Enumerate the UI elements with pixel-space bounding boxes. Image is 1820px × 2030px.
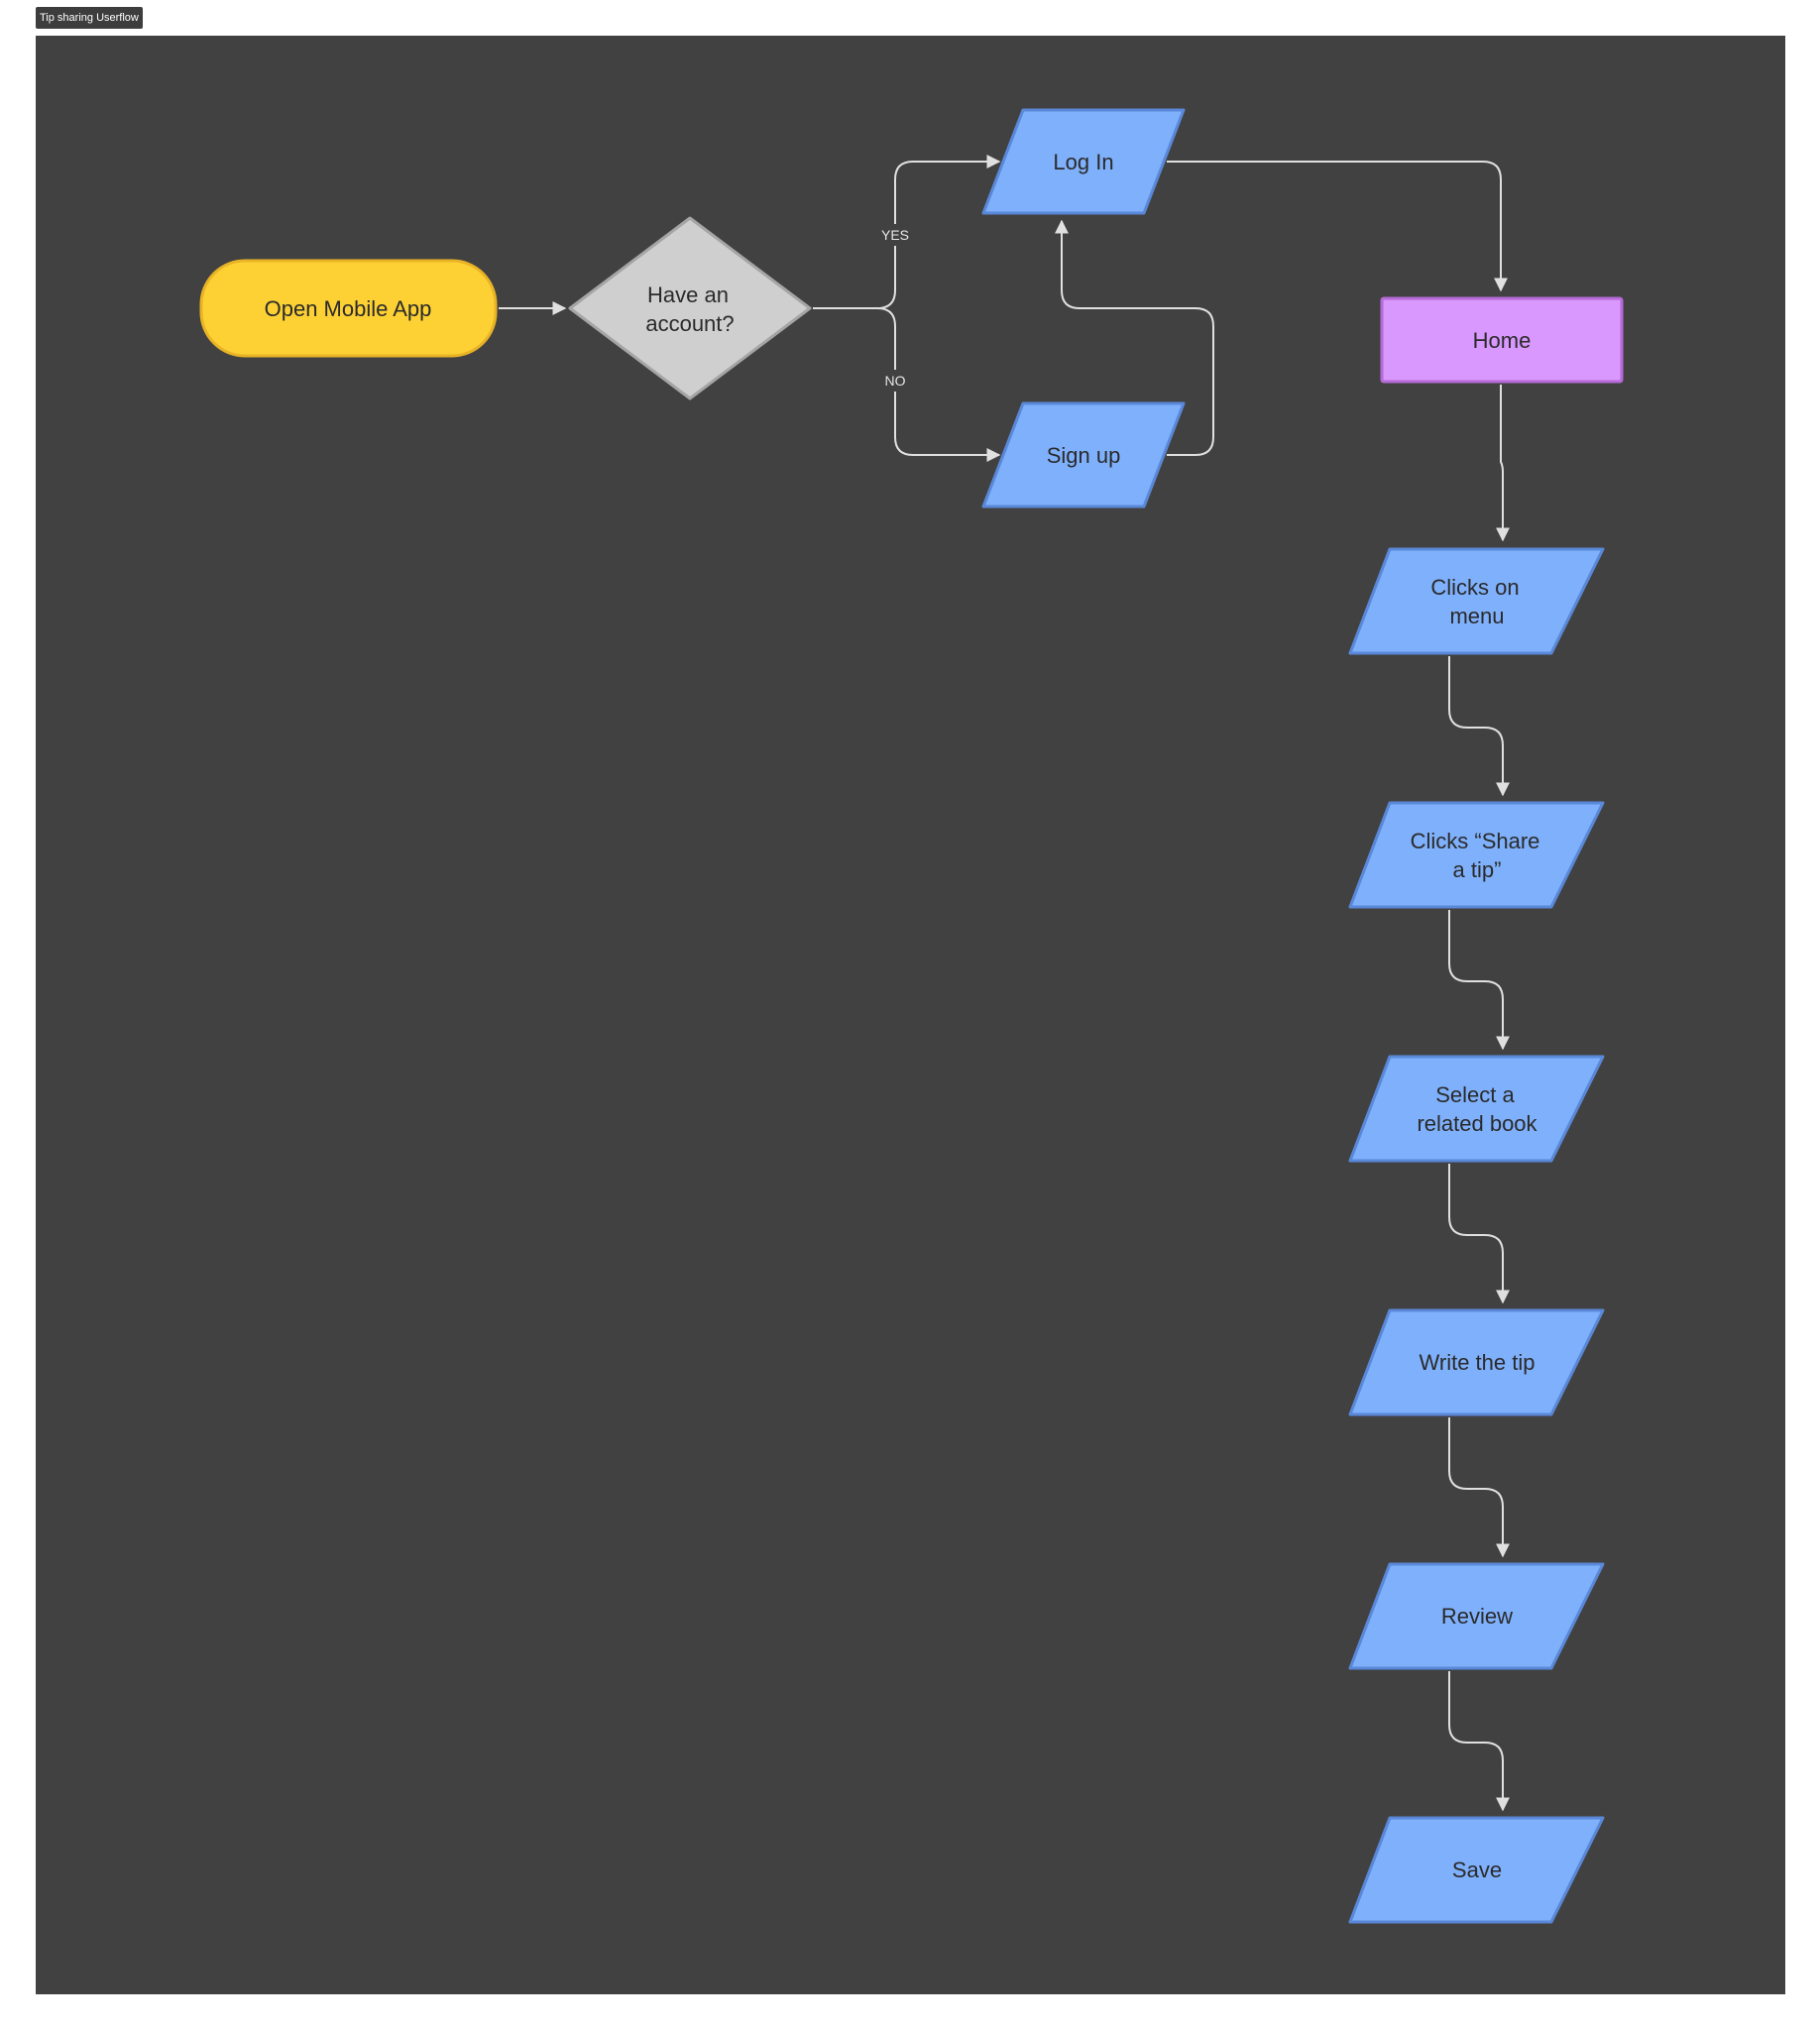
connector-select-to-write [1448, 1164, 1510, 1304]
node-log-in[interactable]: Log In [981, 108, 1186, 215]
yes-label-bg [878, 224, 912, 246]
no-label: NO [885, 373, 906, 389]
node-write-the-tip-label: Write the tip [1420, 1350, 1536, 1375]
no-label-bg [880, 370, 910, 392]
node-select-a-related-book-line-1: Select a [1435, 1082, 1515, 1107]
node-home[interactable]: Home [1380, 296, 1624, 384]
connector-no-to-signup [876, 307, 1001, 462]
node-select-a-related-book-line-2: related book [1417, 1111, 1537, 1136]
node-select-a-related-book[interactable]: Select a related book [1348, 1055, 1605, 1163]
connector-home-to-menu [1496, 385, 1510, 542]
node-write-the-tip[interactable]: Write the tip [1348, 1308, 1605, 1416]
node-sign-up[interactable]: Sign up [981, 401, 1186, 508]
node-clicks-on-menu[interactable]: Clicks on menu [1348, 547, 1605, 655]
frame-title: Tip sharing Userflow [36, 7, 143, 29]
node-log-in-label: Log In [1053, 150, 1113, 174]
node-review[interactable]: Review [1348, 1562, 1605, 1670]
node-open-mobile-app-label: Open Mobile App [265, 296, 432, 321]
connector-signup-to-login [1055, 219, 1214, 456]
node-home-label: Home [1473, 328, 1532, 353]
node-have-an-account[interactable]: Have an account? [568, 216, 812, 400]
yes-label: YES [881, 227, 909, 243]
connector-share-to-select [1448, 910, 1510, 1051]
node-clicks-share-a-tip-line-1: Clicks “Share [1411, 829, 1540, 853]
node-save-label: Save [1452, 1858, 1502, 1882]
node-have-an-account-line-2: account? [645, 311, 734, 336]
node-have-an-account-line-1: Have an [647, 282, 729, 307]
node-clicks-share-a-tip[interactable]: Clicks “Share a tip” [1348, 801, 1605, 909]
connector-menu-to-share [1448, 656, 1510, 797]
connectors [499, 155, 1510, 1812]
connector-login-to-home [1167, 161, 1508, 292]
connector-review-to-save [1448, 1671, 1510, 1812]
node-sign-up-label: Sign up [1047, 443, 1121, 468]
node-save[interactable]: Save [1348, 1816, 1605, 1924]
connector-write-to-review [1448, 1417, 1510, 1558]
node-clicks-on-menu-line-1: Clicks on [1430, 575, 1519, 600]
node-review-label: Review [1441, 1604, 1513, 1629]
node-clicks-share-a-tip-line-2: a tip” [1453, 857, 1502, 882]
node-clicks-on-menu-line-2: menu [1449, 604, 1504, 628]
node-open-mobile-app[interactable]: Open Mobile App [199, 259, 498, 358]
